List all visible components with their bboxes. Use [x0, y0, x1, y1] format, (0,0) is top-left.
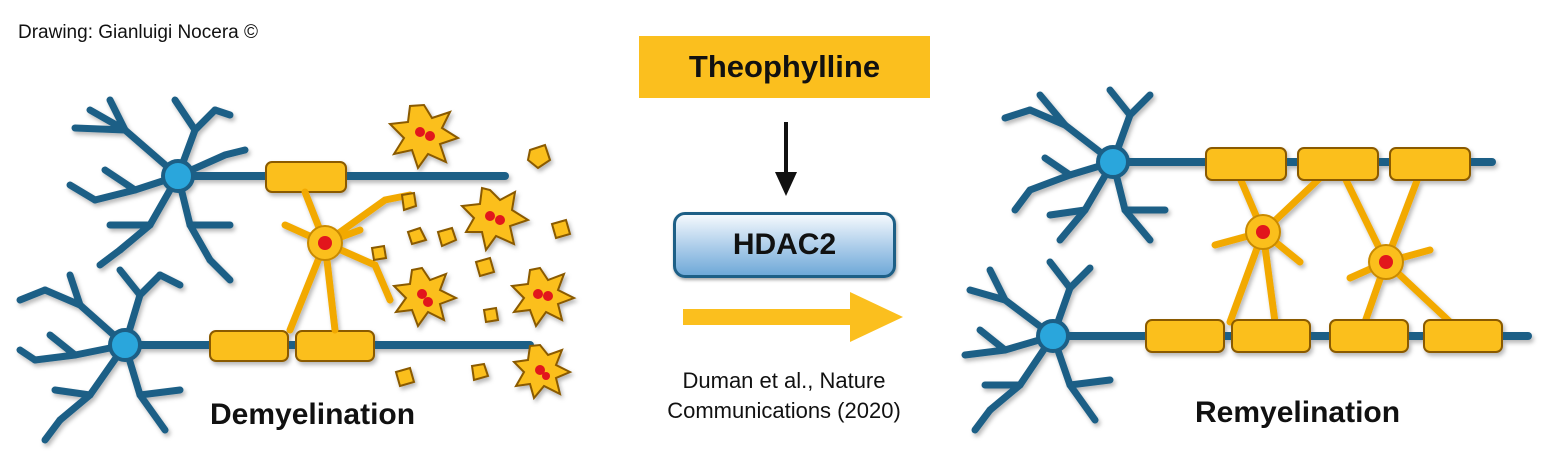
myelin-sheath-icon: [1423, 319, 1503, 353]
drawing-credit: Drawing: Gianluigi Nocera ©: [18, 22, 258, 43]
oligodendrocyte-icon: [1211, 174, 1454, 326]
citation-line-2: Communications (2020): [667, 398, 901, 423]
myelin-sheath-icon: [295, 330, 375, 362]
nucleus-icon: [415, 127, 553, 380]
nucleus-icon: [318, 236, 332, 250]
theophylline-box: [639, 36, 930, 98]
down-arrow-icon: [775, 122, 797, 196]
oligodendrocyte-icon: [281, 188, 414, 334]
myelin-sheath-icon: [1231, 319, 1311, 353]
debris-icon: [370, 143, 572, 388]
myelin-sheath-icon: [1389, 147, 1471, 181]
nucleus-icon: [1256, 225, 1393, 269]
myelin-sheath-icon: [1329, 319, 1409, 353]
myelin-sheath-icon: [1205, 147, 1287, 181]
neuron-icon: [66, 96, 509, 284]
right-arrow-icon: [683, 292, 903, 342]
demyelination-panel: [16, 96, 577, 444]
myelin-sheath-icon: [209, 330, 289, 362]
remyelination-label: Remyelination: [1195, 396, 1401, 429]
citation-line-1: Duman et al., Nature: [682, 368, 886, 393]
myelin-sheath-icon: [265, 161, 347, 193]
citation: Duman et al., Nature Communications (202…: [636, 366, 932, 426]
neuron-icon: [16, 266, 534, 444]
remyelination-panel: [961, 86, 1532, 434]
theophylline-label: Theophylline: [688, 49, 881, 84]
hdac2-box: HDAC2: [673, 212, 896, 278]
demyelination-label: Demyelination: [210, 398, 416, 431]
myelin-sheath-icon: [1297, 147, 1379, 181]
neuron-icon: [961, 258, 1532, 434]
myelin-sheath-icon: [1145, 319, 1225, 353]
